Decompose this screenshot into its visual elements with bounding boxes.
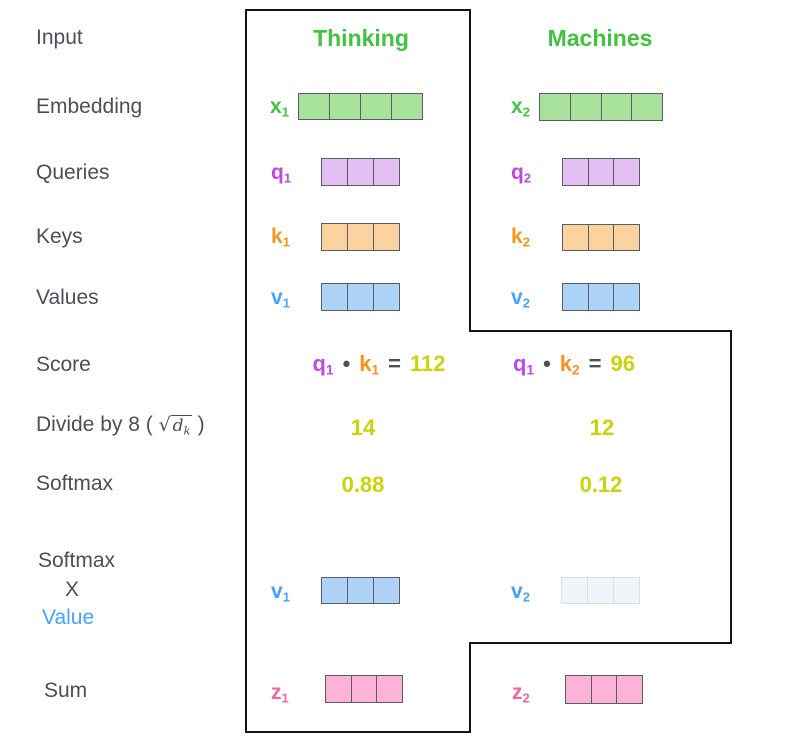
vector-cell — [376, 676, 402, 702]
row-label-queries: Queries — [36, 161, 110, 184]
k1-vector — [321, 223, 400, 251]
row-label-softmax-x-value-line3: Value — [42, 606, 95, 629]
vector-cell — [587, 578, 613, 603]
score1-dot: • — [342, 351, 351, 376]
score2-dot: • — [543, 351, 551, 376]
x1-vector — [298, 93, 423, 120]
vector-cell — [347, 224, 373, 250]
score1-q: q1 — [312, 351, 334, 378]
vector-cell — [590, 676, 617, 703]
vector-cell — [299, 94, 329, 119]
z1-vector — [325, 675, 403, 703]
z1-label: z1 — [271, 681, 289, 706]
v2-weighted-vector-faded — [561, 577, 640, 604]
x1-label: x1 — [270, 95, 289, 120]
z2-label: z2 — [512, 681, 530, 706]
vector-cell — [322, 284, 347, 310]
vector-cell — [347, 578, 373, 603]
vector-cell — [563, 284, 588, 310]
vector-cell — [631, 94, 662, 120]
sqrt-dk-symbol: √dk — [158, 414, 193, 438]
k1-label: k1 — [271, 225, 290, 250]
score-machines: q1 • k2 = 96 — [513, 351, 635, 378]
vector-cell — [562, 578, 587, 603]
q2-vector — [562, 158, 640, 186]
divide-suffix: ) — [197, 413, 205, 436]
vector-cell — [587, 159, 614, 185]
vector-cell — [600, 94, 632, 120]
v2-label: v2 — [511, 286, 530, 311]
vector-cell — [322, 159, 347, 185]
v1-weighted-label: v1 — [271, 580, 290, 605]
q2-label: q2 — [511, 161, 532, 186]
vector-cell — [360, 94, 391, 119]
v2-vector — [562, 283, 640, 311]
row-label-softmax-x-value-line2: X — [65, 578, 80, 601]
vector-cell — [587, 225, 614, 250]
row-label-keys: Keys — [36, 225, 83, 248]
v2-weighted-label: v2 — [511, 580, 530, 605]
vector-cell — [391, 94, 422, 119]
k2-label: k2 — [511, 225, 530, 250]
vector-cell — [540, 94, 570, 120]
x2-vector — [539, 93, 663, 121]
q1-vector — [321, 158, 400, 186]
q1-label: q1 — [271, 161, 292, 186]
score2-equals: = — [588, 351, 602, 376]
score-thinking: q1 • k1 = 112 — [312, 351, 446, 378]
vector-cell — [373, 578, 399, 603]
vector-cell — [566, 676, 591, 703]
vector-cell — [569, 94, 601, 120]
vector-cell — [616, 676, 642, 703]
x2-label: x2 — [511, 95, 530, 120]
vector-cell — [613, 159, 639, 185]
score2-q: q1 — [513, 351, 535, 378]
vector-cell — [373, 159, 399, 185]
score2-value: 96 — [610, 351, 635, 376]
row-label-divide-by-8: Divide by 8 ( √dk ) — [36, 413, 205, 436]
vector-cell — [347, 159, 373, 185]
divide-prefix: Divide by 8 ( — [36, 413, 153, 436]
vector-cell — [326, 676, 351, 702]
row-label-softmax: Softmax — [36, 472, 114, 495]
v1-weighted-vector — [321, 577, 400, 604]
row-label-softmax-x-value-line1: Softmax — [38, 549, 116, 572]
vector-cell — [322, 224, 347, 250]
row-label-sum: Sum — [44, 679, 88, 702]
vector-cell — [613, 578, 639, 603]
score2-k: k2 — [559, 351, 580, 378]
row-label-score: Score — [36, 353, 91, 376]
vector-cell — [350, 676, 377, 702]
vector-cell — [373, 224, 399, 250]
score1-value: 112 — [409, 351, 446, 376]
divide-result-thinking: 14 — [350, 415, 376, 440]
softmax-result-thinking: 0.88 — [341, 472, 385, 497]
z2-vector — [565, 675, 643, 704]
row-label-values: Values — [36, 286, 99, 309]
row-label-embedding: Embedding — [36, 95, 143, 118]
column-header-thinking: Thinking — [313, 25, 409, 51]
vector-cell — [329, 94, 360, 119]
vector-cell — [613, 225, 639, 250]
k2-vector — [562, 224, 640, 251]
v1-vector — [321, 283, 400, 311]
vector-cell — [563, 225, 588, 250]
vector-cell — [322, 578, 347, 603]
column-header-machines: Machines — [547, 25, 653, 51]
divide-result-machines: 12 — [589, 415, 615, 440]
v1-label: v1 — [271, 286, 290, 311]
vector-cell — [613, 284, 639, 310]
softmax-result-machines: 0.12 — [579, 472, 623, 497]
vector-cell — [347, 284, 373, 310]
row-label-input: Input — [36, 26, 83, 49]
vector-cell — [587, 284, 614, 310]
vector-cell — [373, 284, 399, 310]
score1-k: k1 — [359, 351, 380, 378]
score1-equals: = — [388, 351, 401, 376]
vector-cell — [563, 159, 588, 185]
